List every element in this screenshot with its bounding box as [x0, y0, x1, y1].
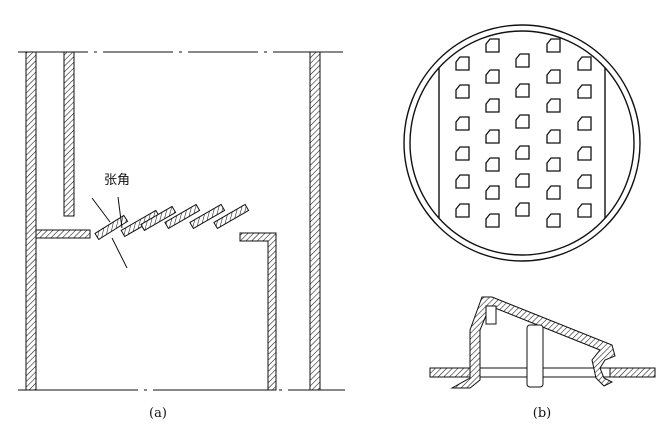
tray-plate-right-weir [239, 232, 277, 391]
tongue-hole [485, 157, 500, 172]
tongue-hole [546, 38, 561, 53]
tongue-hole [546, 69, 561, 84]
tongue-slats [94, 203, 250, 241]
tongue-slat [140, 205, 177, 232]
tongue-hole [485, 38, 500, 53]
tongue-hole-grid [455, 38, 592, 228]
tongue-hole [485, 129, 500, 144]
tongue-slat [164, 203, 201, 230]
tongue-hole [515, 202, 530, 217]
tongue-hole [577, 84, 592, 99]
tray-outer-circle [403, 24, 641, 262]
tongue-hole [546, 185, 561, 200]
tongue-hole [485, 98, 500, 113]
section-tray-plate-left [429, 367, 471, 378]
panel-b-section-view: (b) [429, 296, 656, 421]
tongue-hole [455, 116, 470, 131]
tongue-hole [546, 129, 561, 144]
tongue-cap-profile [450, 296, 616, 389]
tray-inner-circle [409, 30, 635, 256]
tongue-slat [189, 203, 226, 230]
tongue-hole [577, 116, 592, 131]
panel-b-top-view [403, 24, 641, 262]
angle-label: 张角 [104, 173, 130, 188]
caption-b: (b) [533, 406, 551, 421]
tongue-hole [577, 174, 592, 189]
tongue-hole [515, 114, 530, 129]
tongue-hole [546, 157, 561, 172]
tongue-hole [485, 213, 500, 228]
angle-indicator [91, 196, 128, 269]
tray-plate-left [35, 229, 91, 239]
tongue-hole [455, 174, 470, 189]
tongue-hole [455, 203, 470, 218]
tongue-hole [455, 56, 470, 71]
panel-a: 张角 (a) [18, 51, 345, 421]
tongue-hole [515, 53, 530, 68]
tongue-hole [515, 83, 530, 98]
tongue-hole [515, 145, 530, 160]
tongue-hole [577, 56, 592, 71]
tongue-hole [455, 146, 470, 161]
downcomer-plate [63, 51, 75, 217]
tongue-hole [485, 69, 500, 84]
caption-a: (a) [149, 406, 167, 421]
right-column-wall [309, 51, 321, 391]
cap-center-post [526, 324, 544, 388]
tongue-hole [546, 213, 561, 228]
tongue-hole [455, 84, 470, 99]
tongue-hole [485, 185, 500, 200]
tongue-slat [213, 203, 250, 230]
tongue-hole [515, 173, 530, 188]
cap-lug [485, 305, 497, 325]
tongue-hole [577, 146, 592, 161]
tongue-hole [546, 98, 561, 113]
tongue-hole [577, 203, 592, 218]
left-column-wall [25, 51, 37, 391]
tongue-slat [94, 214, 129, 241]
section-tray-plate-right [609, 367, 656, 378]
